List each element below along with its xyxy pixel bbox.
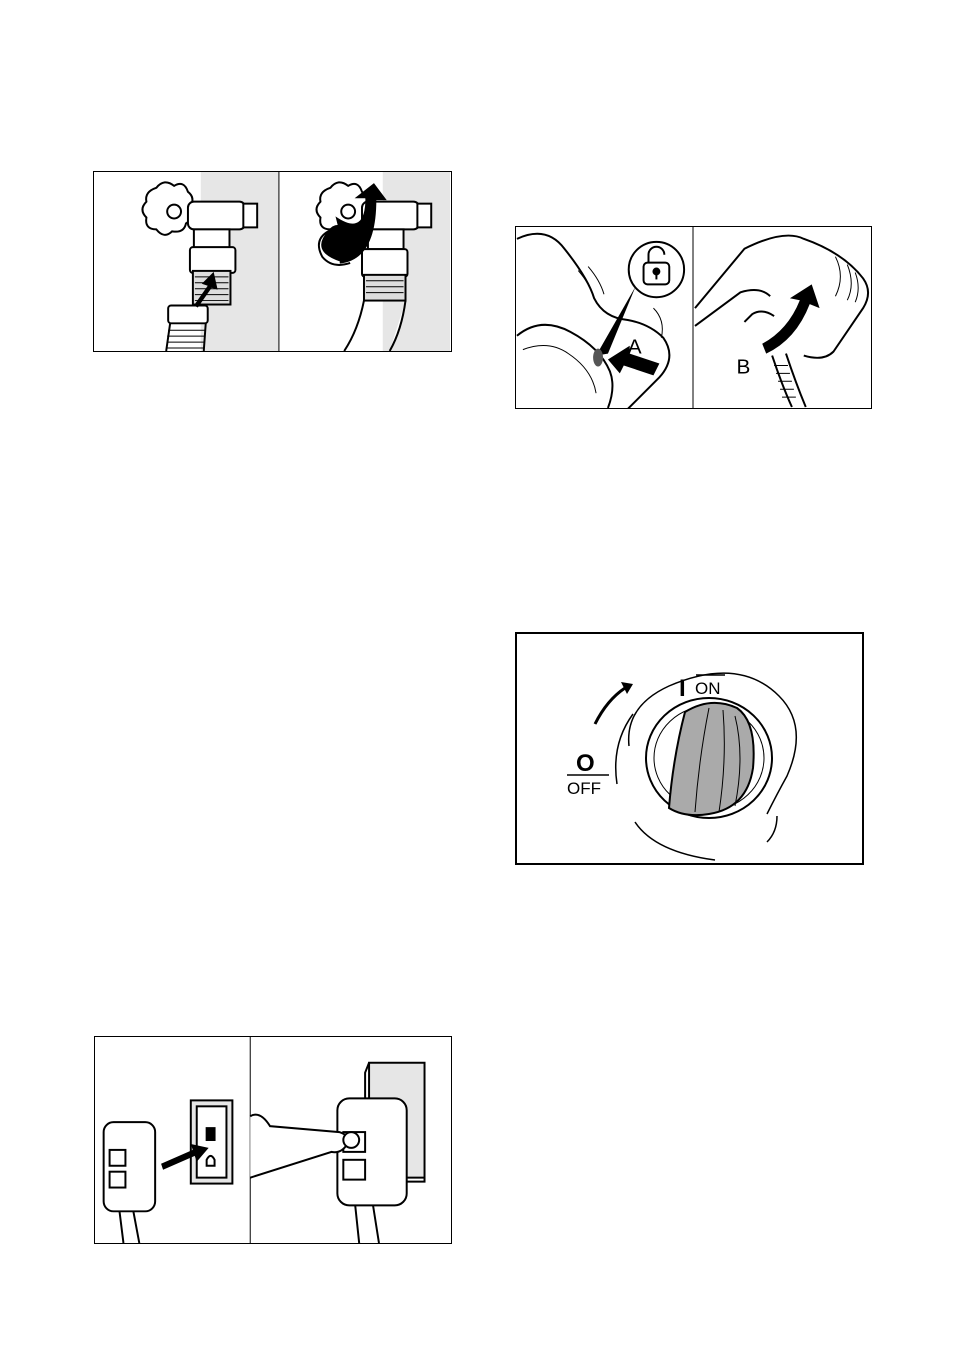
on-off-knob-illustration: I ON O OFF [517,634,862,863]
label-a: A [628,336,642,359]
plug-outlet-figure [94,1036,452,1244]
off-symbol: O [576,750,595,777]
plug-adapter-left [104,1122,155,1243]
hose-lock-figure: A B [515,226,872,409]
pressing-finger [250,1115,348,1178]
rotate-arrow-b [762,284,819,353]
knob-grip [669,703,754,815]
tap-connection-illustration [94,172,451,351]
plug-outlet-illustration [95,1037,451,1243]
wall-outlet-left [191,1100,233,1183]
hose-handle-right [695,236,868,407]
label-b: B [737,355,751,378]
lock-button [593,349,603,367]
on-symbol: I [679,675,686,702]
on-off-knob-figure: I ON O OFF [515,632,864,865]
hose-lock-illustration: A B [516,227,871,408]
off-label: OFF [567,779,601,798]
plug-adapter-right [337,1098,406,1243]
tap-connection-figure [93,171,452,352]
on-label: ON [695,679,721,698]
turn-direction-arrow [595,688,625,724]
